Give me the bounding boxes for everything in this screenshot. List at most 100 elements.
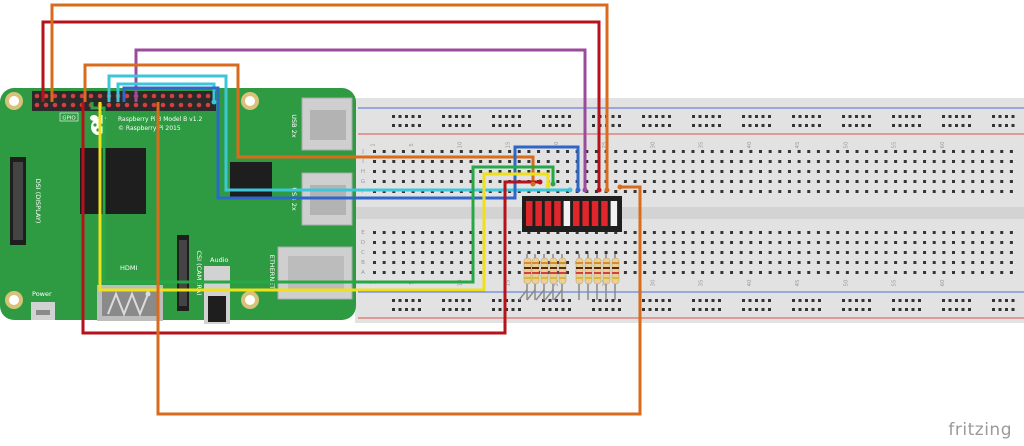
- gpio-label: GPIO: [62, 116, 76, 122]
- dsi-label: DSI (DISPLAY): [34, 179, 42, 224]
- row-letter: E: [361, 230, 365, 236]
- row-letter: C: [361, 250, 365, 256]
- soc-chip: [80, 148, 146, 214]
- resistor: [602, 254, 611, 300]
- power-label: Power: [32, 290, 52, 298]
- bottom-rail-holes: [392, 299, 1015, 311]
- column-number: 35: [699, 141, 705, 148]
- resistor: [584, 254, 593, 300]
- wire-end: [537, 179, 543, 185]
- wire-cyan: [107, 74, 570, 192]
- gpio-pins: [34, 93, 211, 108]
- column-number: 50: [843, 279, 849, 286]
- wire-orange-mid: [83, 63, 535, 184]
- wire-end: [604, 187, 610, 193]
- resistor: [535, 254, 549, 301]
- led-segments: [526, 201, 618, 226]
- column-number: 55: [892, 141, 898, 148]
- led-segment: [601, 201, 608, 226]
- column-number: 55: [892, 279, 898, 286]
- wire-red-5v: [41, 20, 601, 190]
- wire-end: [145, 291, 151, 297]
- column-number: 15: [506, 141, 512, 148]
- led-segment: [526, 201, 533, 226]
- wire-end: [596, 187, 602, 193]
- led-segment: [591, 201, 599, 226]
- led-segment: [563, 201, 571, 226]
- wire-end: [530, 181, 536, 187]
- resistor-array: [518, 254, 620, 301]
- row-letter: D: [361, 240, 365, 246]
- column-number: 20: [554, 141, 560, 148]
- board-model-text: Raspberry Pi 3 Model B v1.2: [118, 116, 202, 123]
- ethernet-label: ETHERNET: [268, 255, 276, 290]
- led-segment: [535, 201, 542, 226]
- wire-end: [567, 187, 573, 193]
- led-segment: [582, 201, 589, 226]
- row-letter: G: [361, 179, 365, 185]
- resistor: [611, 254, 620, 300]
- fritzing-brand: fritzing: [948, 420, 1012, 440]
- pcb: [0, 88, 356, 320]
- resistor: [575, 254, 584, 300]
- row-letter: I: [362, 159, 364, 165]
- column-number: 1: [371, 143, 377, 147]
- row-letter: F: [361, 189, 364, 195]
- resistor: [553, 254, 567, 301]
- wire-cyan-inner: [116, 82, 216, 102]
- column-number: 60: [940, 141, 946, 148]
- column-number: 30: [650, 141, 656, 148]
- led-bar-graph: [522, 196, 622, 232]
- column-number: 45: [795, 141, 801, 148]
- led-segment: [544, 201, 552, 226]
- row-letter: B: [361, 260, 365, 266]
- wire-end: [582, 187, 588, 193]
- wire-end: [550, 181, 556, 187]
- hdmi-label: HDMI: [120, 264, 138, 272]
- column-number: 60: [940, 279, 946, 286]
- column-number: 30: [650, 279, 656, 286]
- board-copyright-text: © Raspberry Pi 2015: [118, 125, 181, 132]
- resistor: [544, 254, 558, 301]
- row-letter: J: [361, 149, 364, 155]
- led-segment: [554, 201, 561, 226]
- wire-orange-top: [50, 3, 609, 190]
- column-number: 25: [602, 141, 608, 148]
- audio-label: Audio: [210, 256, 228, 264]
- row-letter: A: [361, 270, 365, 276]
- resistor: [526, 254, 540, 301]
- column-number: 40: [747, 141, 753, 148]
- column-number: 10: [457, 141, 463, 148]
- column-number: 50: [843, 141, 849, 148]
- wire-endpoints: [145, 99, 623, 297]
- wire-green: [90, 102, 555, 284]
- wires: [41, 3, 642, 416]
- column-number: 35: [699, 279, 705, 286]
- wire-orange-bottom: [156, 102, 642, 416]
- top-rail-holes: [392, 115, 1015, 127]
- column-number: 45: [795, 279, 801, 286]
- wire-end: [617, 184, 623, 190]
- wire-yellow: [98, 102, 550, 292]
- usb-label-top: USB 2x: [290, 114, 298, 138]
- wire-end: [545, 183, 551, 189]
- wire-blue: [122, 86, 580, 200]
- resistor: [518, 254, 532, 301]
- lan-chip: [230, 162, 272, 198]
- csi-label: CSI (CAMERA): [195, 250, 203, 295]
- wire-red-gnd: [81, 102, 540, 335]
- column-number: 15: [506, 279, 512, 286]
- led-segment: [610, 201, 618, 226]
- led-segment: [573, 201, 580, 226]
- column-number: 5: [409, 143, 415, 147]
- resistor: [593, 254, 602, 300]
- wire-end: [211, 99, 217, 105]
- row-letter: H: [361, 169, 365, 175]
- breadboard-center-gap: [355, 207, 1024, 219]
- raspberry-pi-board: GPIO Raspberry Pi 3 Model B v1.2 © Raspb…: [0, 88, 356, 324]
- wire-end: [575, 187, 581, 193]
- column-number: 40: [747, 279, 753, 286]
